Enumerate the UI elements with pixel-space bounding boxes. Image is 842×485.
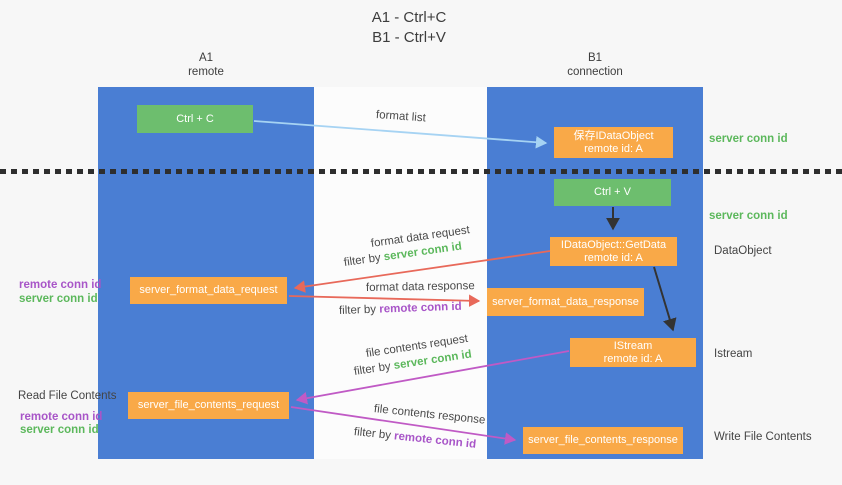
server-file-contents-request-label: server_file_contents_request bbox=[137, 399, 280, 411]
read-file-contents-label: Read File Contents bbox=[18, 390, 117, 402]
server-format-data-response-node: server_format_data_response bbox=[487, 288, 644, 316]
server-conn-id-right-top-label: server conn id bbox=[709, 133, 788, 145]
server-file-contents-request-node: server_file_contents_request bbox=[128, 392, 289, 419]
format-data-response-label: format data response bbox=[365, 280, 475, 294]
getdata-label: IDataObject::GetData bbox=[560, 238, 667, 251]
ctrl-v-node: Ctrl + V bbox=[554, 179, 671, 206]
machine-boundary-dotted-line bbox=[0, 169, 842, 174]
save-idataobject-label: 保存IDataObject bbox=[573, 129, 654, 142]
save-idataobject-node: 保存IDataObject remote id: A bbox=[554, 127, 673, 158]
server-format-data-request-node: server_format_data_request bbox=[130, 277, 287, 304]
istream-label: IStream bbox=[613, 339, 653, 352]
server-file-contents-response-node: server_file_contents_response bbox=[523, 427, 683, 454]
ctrl-c-label: Ctrl + C bbox=[176, 112, 214, 125]
lifeline-b1-name: B1 bbox=[587, 52, 603, 64]
server-conn-id-right-mid-label: server conn id bbox=[709, 210, 788, 222]
ctrl-v-label: Ctrl + V bbox=[594, 186, 631, 198]
message-lane bbox=[314, 87, 487, 459]
server-conn-id-left-bottom-label: server conn id bbox=[20, 424, 99, 436]
remote-conn-id-left-bottom-label: remote conn id bbox=[20, 411, 103, 423]
lifeline-a1-role: remote bbox=[188, 66, 224, 78]
save-idataobject-remote-id: remote id: A bbox=[584, 142, 643, 155]
lifeline-b1-role: connection bbox=[567, 66, 623, 78]
istream-node: IStream remote id: A bbox=[570, 338, 696, 367]
istream-remote-id: remote id: A bbox=[603, 352, 663, 365]
istream-side-label: Istream bbox=[714, 348, 753, 360]
server-format-data-response-label: server_format_data_response bbox=[492, 295, 639, 308]
idataobject-getdata-node: IDataObject::GetData remote id: A bbox=[550, 237, 677, 266]
diagram-title: A1 - Ctrl+C B1 - Ctrl+V bbox=[309, 8, 509, 48]
server-format-data-request-label: server_format_data_request bbox=[139, 284, 278, 296]
title-line-2: B1 - Ctrl+V bbox=[372, 29, 446, 46]
title-line-1: A1 - Ctrl+C bbox=[371, 9, 447, 26]
getdata-remote-id: remote id: A bbox=[584, 251, 643, 264]
ctrl-c-node: Ctrl + C bbox=[137, 105, 253, 133]
server-file-contents-response-label: server_file_contents_response bbox=[528, 434, 678, 446]
lifeline-a1-name: A1 bbox=[198, 52, 214, 64]
filter-by-text: filter by bbox=[338, 303, 377, 317]
write-file-contents-label: Write File Contents bbox=[714, 431, 812, 443]
dataobject-label: DataObject bbox=[714, 245, 772, 257]
lifeline-header-b1: B1 connection bbox=[487, 51, 703, 79]
server-conn-id-left-top-label: server conn id bbox=[19, 293, 98, 305]
lifeline-header-a1: A1 remote bbox=[98, 51, 314, 79]
remote-conn-id-left-top-label: remote conn id bbox=[19, 279, 102, 291]
